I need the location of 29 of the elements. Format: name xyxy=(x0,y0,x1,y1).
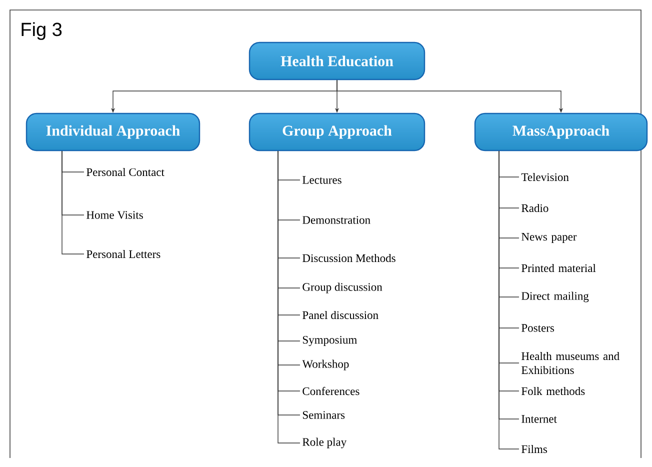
method-label: Role play xyxy=(302,438,347,448)
method-label: Group discussion xyxy=(302,282,382,294)
method-label: Discussion Methods xyxy=(302,254,396,262)
method-label: Home Visits xyxy=(86,211,143,219)
method-label: Health museums and Exhibitions xyxy=(522,352,620,374)
method-label: Lectures xyxy=(302,176,342,184)
method-label: Posters xyxy=(522,324,554,332)
method-label: Conferences xyxy=(302,386,360,396)
method-label: Panel discussion xyxy=(302,310,378,320)
approach-box: Individual Approach xyxy=(26,112,200,152)
method-label: Personal Contact xyxy=(86,168,164,176)
method-label: News paper xyxy=(522,233,577,243)
method-label: Demonstration xyxy=(302,216,370,224)
method-label: Symposium xyxy=(302,336,357,346)
method-label: Radio xyxy=(522,204,548,212)
method-label: Television xyxy=(521,172,569,182)
method-label: Folk methods xyxy=(522,386,585,396)
approach-box: Health Education xyxy=(248,42,426,80)
branch-line xyxy=(62,150,84,254)
method-label: Internet xyxy=(522,415,557,423)
method-label: Direct mailing xyxy=(522,292,589,302)
method-label: Printed material xyxy=(522,264,596,272)
method-label: Films xyxy=(522,444,547,454)
method-label: Personal Letters xyxy=(86,250,160,258)
method-label: Seminars xyxy=(302,411,345,419)
figure-title: Fig 3 xyxy=(22,22,62,40)
method-label: Workshop xyxy=(302,360,349,370)
approach-box: Group Approach xyxy=(248,112,426,152)
approach-box: MassApproach xyxy=(474,112,648,152)
